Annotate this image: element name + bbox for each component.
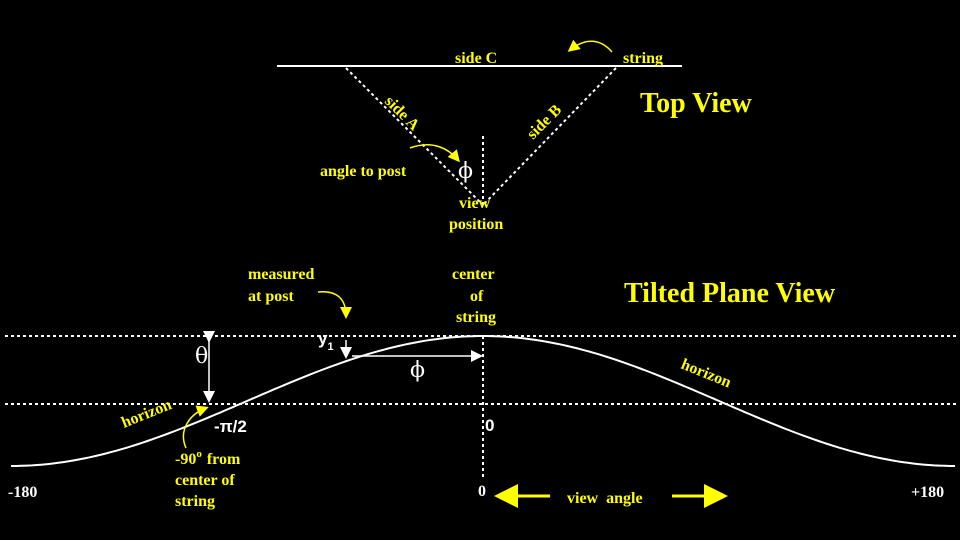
top-view: side C string Top View side A side B ang… [277,39,753,233]
horizon-right-label: horizon [679,356,734,391]
horizon-left-label: horizon [119,396,174,431]
side-c-label: side C [455,50,497,67]
measured-arrow [317,291,352,319]
neg90-arrow [182,405,209,449]
string-label: string [623,50,663,67]
axis-left-label: -180 [8,484,37,501]
axis-right-label: +180 [911,484,944,501]
string-arrow [567,39,613,53]
measured-label-1: measured [248,266,314,283]
view-position-label-1: view [459,195,491,212]
tilted-view-title: Tilted Plane View [624,278,836,309]
center-label-2: of [470,288,484,305]
neg90-label-4: string [175,493,215,510]
y1-label: y1 [318,329,334,353]
side-a-line [345,67,484,206]
view-angle-axis: -180 0 +180 view angle [8,483,944,508]
theta-symbol: θ [195,344,208,369]
angle-to-post-arrow [409,144,460,163]
side-a-label: side A [381,93,423,135]
view-position-label-2: position [449,216,503,233]
tilted-plane-view: measured at post center of string Tilted… [5,266,958,510]
side-b-line [482,67,617,206]
axis-zero-label: 0 [478,483,486,500]
angle-to-post-label: angle to post [320,163,407,180]
top-phi-symbol: ϕ [458,159,473,184]
neg90-label-3: center of [175,472,235,489]
zero-mid-label: 0 [485,416,494,435]
side-b-label: side B [524,101,565,142]
center-label-1: center [452,266,495,283]
measured-label-2: at post [248,288,294,305]
center-label-3: string [456,309,496,326]
top-view-title: Top View [640,88,753,119]
view-angle-label: view angle [567,490,643,507]
tilted-phi-symbol: ϕ [410,358,425,383]
horizon-curve [11,335,955,467]
neg-pi-half-label: -π/2 [214,417,247,436]
